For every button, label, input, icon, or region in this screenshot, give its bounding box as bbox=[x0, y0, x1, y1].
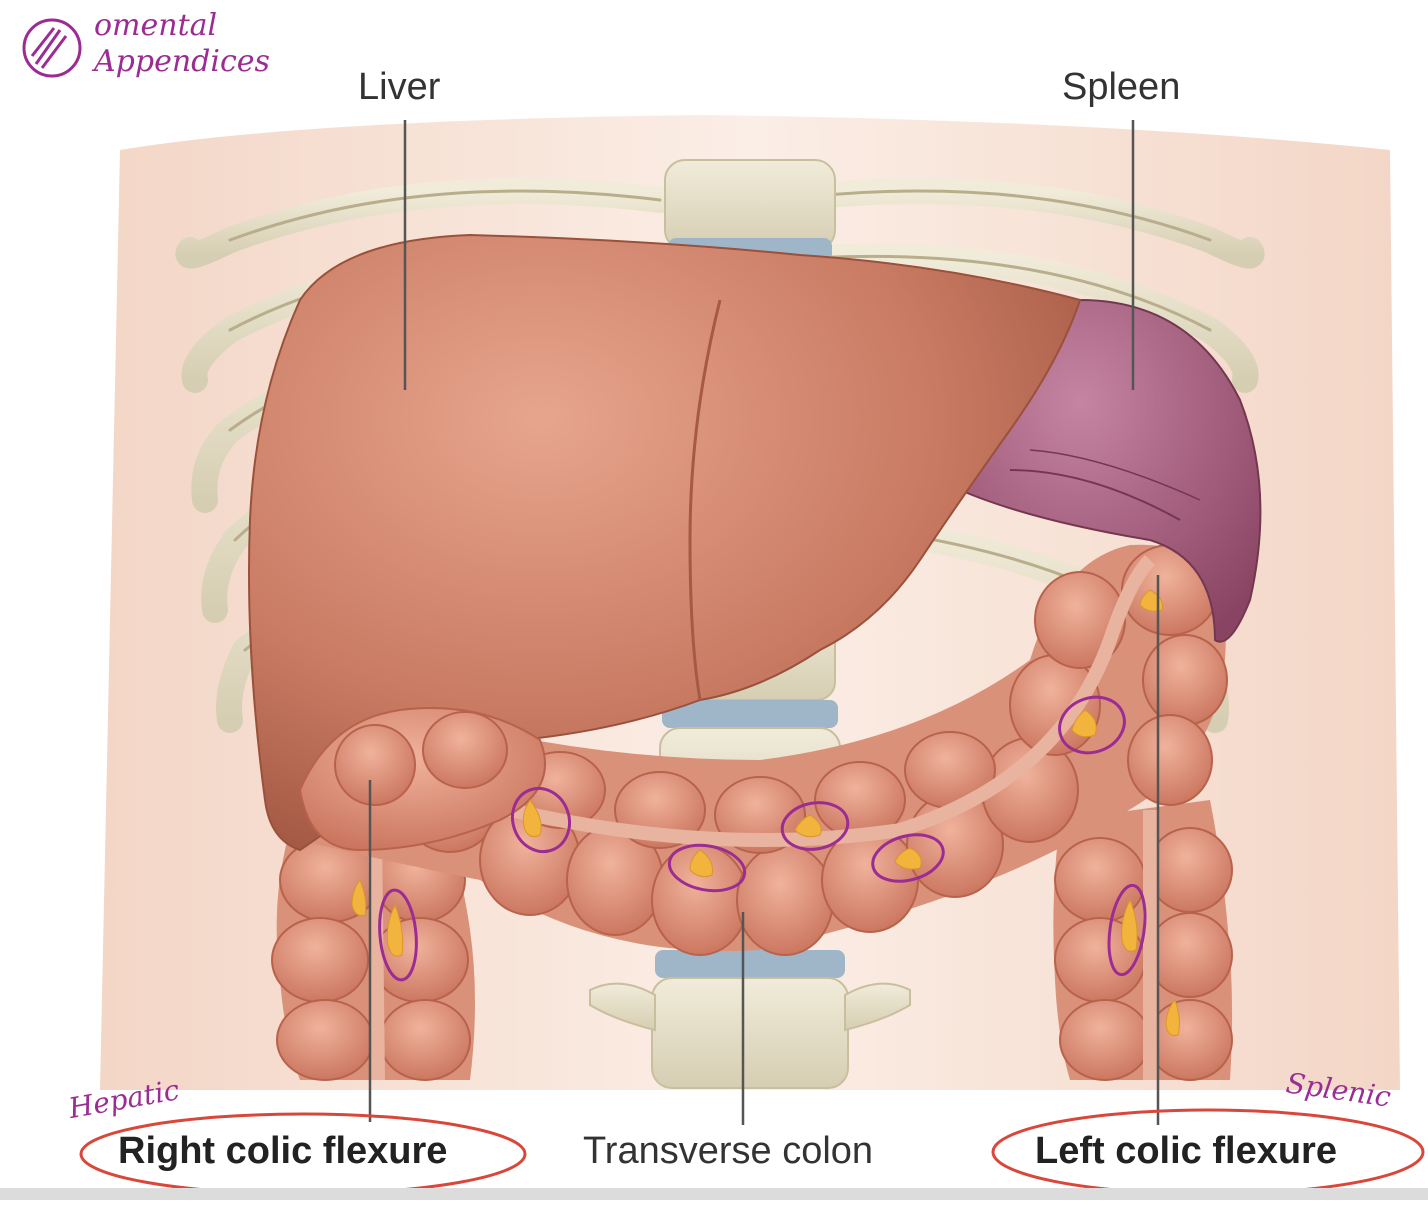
transverse-colon-label: Transverse colon bbox=[583, 1130, 874, 1172]
leader-lines bbox=[368, 120, 1160, 1125]
right-colic-flexure-label: Right colic flexure bbox=[118, 1130, 448, 1172]
bottom-scroll-bar bbox=[0, 1188, 1428, 1200]
omental-annotation-line2: Appendices bbox=[94, 44, 270, 79]
liver-shape bbox=[248, 233, 1082, 852]
omental-appendices bbox=[351, 589, 1180, 1036]
hepatic-flexure-shape bbox=[298, 707, 546, 852]
left-colic-flexure-label: Left colic flexure bbox=[1035, 1130, 1337, 1172]
liver-label: Liver bbox=[358, 66, 441, 108]
omental-annotation-line1: omental bbox=[94, 8, 218, 43]
spleen-label: Spleen bbox=[1062, 66, 1181, 108]
omental-marker-icon bbox=[22, 18, 82, 78]
pen-circles bbox=[378, 695, 1147, 982]
